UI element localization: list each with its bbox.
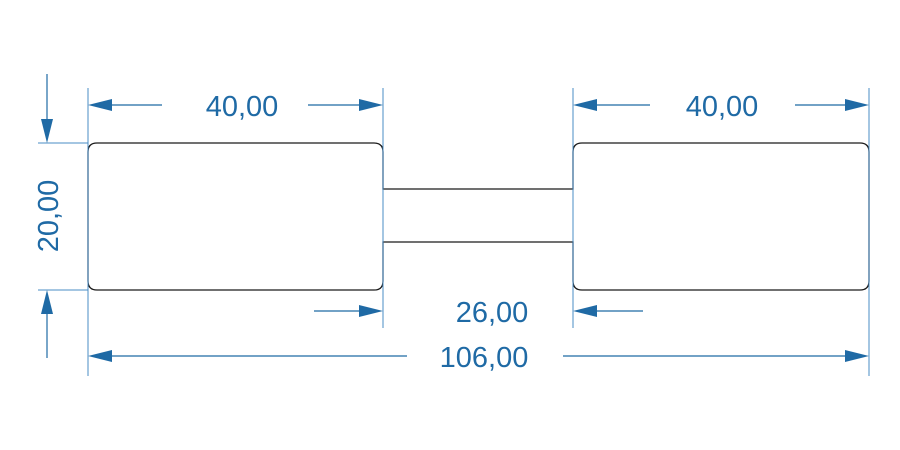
dim-label-total-width: 106,00: [440, 342, 529, 374]
dimension-neck-width: 26,00: [314, 297, 643, 329]
dimension-height: 20,00: [33, 74, 65, 358]
arrowhead: [359, 305, 383, 317]
dim-label-height: 20,00: [33, 180, 65, 253]
arrowhead: [41, 290, 53, 314]
arrowhead: [88, 99, 112, 111]
arrowhead: [573, 305, 597, 317]
label-outline: [87, 142, 870, 291]
dim-label-right-width: 40,00: [686, 91, 759, 123]
dimension-left-width: 40,00: [88, 91, 383, 123]
dimension-total-width: 106,00: [88, 342, 869, 374]
dimension-right-width: 40,00: [573, 91, 869, 123]
arrowhead: [41, 119, 53, 143]
arrowhead: [88, 350, 112, 362]
extension-lines: [38, 88, 870, 376]
arrowhead: [573, 99, 597, 111]
arrowhead: [845, 350, 869, 362]
dim-label-neck-width: 26,00: [456, 297, 529, 329]
arrowhead: [359, 99, 383, 111]
arrowhead: [845, 99, 869, 111]
dim-label-left-width: 40,00: [206, 91, 279, 123]
